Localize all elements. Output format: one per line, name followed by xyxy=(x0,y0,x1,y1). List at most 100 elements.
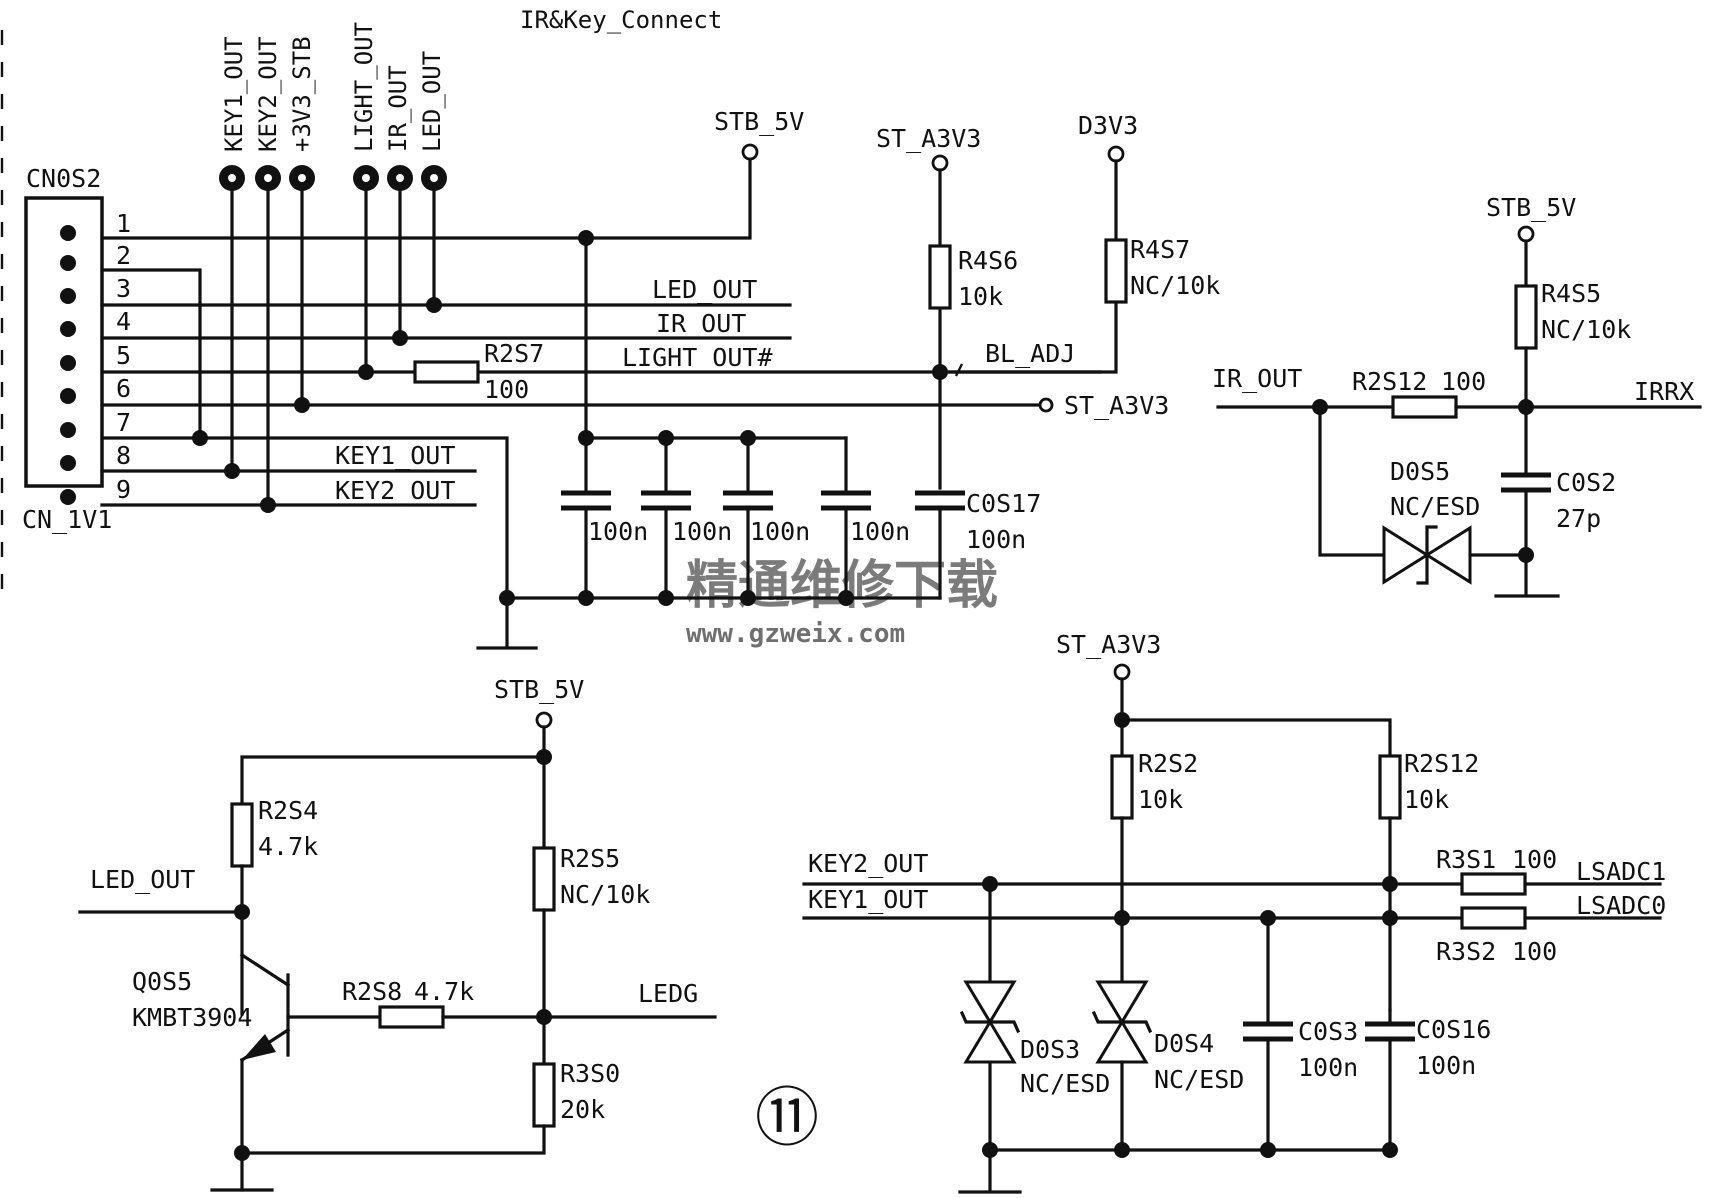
pin-number: 5 xyxy=(116,341,131,370)
port-st-a3v3: ST_A3V3 xyxy=(1038,391,1169,420)
cap-value: 100n xyxy=(672,517,732,546)
led-driver-block: STB_5V R2S4 4.7k LED_OUT Q0S5 KMBT3904 R… xyxy=(78,675,717,1192)
top-pin-label: LIGHT_OUT xyxy=(350,22,378,152)
net-label-key1-out-2: KEY1_OUT xyxy=(808,885,928,914)
connector-part: CN_1V1 xyxy=(22,505,112,534)
top-pin-label: KEY1_OUT xyxy=(220,36,248,152)
c0s3-ref: C0S3 xyxy=(1298,1017,1358,1046)
pin-number: 8 xyxy=(116,441,131,470)
r2s12-key-ref: R2S12 xyxy=(1404,749,1479,778)
q0s5-value: KMBT3904 xyxy=(132,1003,252,1032)
r2s5-ref: R2S5 xyxy=(560,844,620,873)
r2s12-value: 100 xyxy=(1441,367,1486,396)
net-label-led-out-2: LED_OUT xyxy=(90,865,195,894)
net-label-bl-adj: BL_ADJ xyxy=(985,339,1075,368)
port-label: ST_A3V3 xyxy=(1064,391,1169,420)
cap-value: 100n xyxy=(850,517,910,546)
resistor-r4s6: R4S6 10k xyxy=(928,244,1018,311)
supply-stb-5v-top: STB_5V xyxy=(714,107,804,161)
c0s17-value: 100n xyxy=(966,525,1026,554)
net-label-key1-out: KEY1_OUT xyxy=(335,441,455,470)
d0s5-tri-right xyxy=(1424,525,1472,585)
figure-number-label: ⑪ xyxy=(755,1082,819,1156)
d0s4-ref: D0S4 xyxy=(1154,1029,1214,1058)
r2s7-value: 100 xyxy=(484,375,529,404)
r4s6-value: 10k xyxy=(958,282,1003,311)
c0s3-value: 100n xyxy=(1298,1053,1358,1082)
d0s3-value: NC/ESD xyxy=(1020,1069,1110,1098)
r3s0-ref: R3S0 xyxy=(560,1059,620,1088)
r4s7-value: NC/10k xyxy=(1130,271,1220,300)
top-pins: KEY1_OUT KEY2_OUT +3V3_STB LIGHT_OUT IR_… xyxy=(192,22,447,513)
net-label-light-out: LIGHT_OUT# xyxy=(622,343,773,372)
connector-body xyxy=(24,196,104,488)
top-pin-label: +3V3_STB xyxy=(288,36,316,152)
r4s6-ref: R4S6 xyxy=(958,246,1018,275)
connector-ref: CN0S2 xyxy=(26,164,101,193)
r2s8-ref: R2S8 xyxy=(342,977,402,1006)
pin-number: 6 xyxy=(116,374,131,403)
r3s2-ref: R3S2 xyxy=(1436,937,1496,966)
d0s5-value: NC/ESD xyxy=(1390,492,1480,521)
r2s2-ref: R2S2 xyxy=(1138,749,1198,778)
r2s8-value: 4.7k xyxy=(414,977,474,1006)
net-label-ledg: LEDG xyxy=(638,979,698,1008)
schematic-title: IR&Key_Connect xyxy=(520,6,722,34)
decoupling-capacitors: 100n 100n 100n 100n C0S17 100n xyxy=(476,236,1041,650)
net-label-key2-out: KEY2_OUT xyxy=(335,476,455,505)
pin-number: 7 xyxy=(116,408,131,437)
watermark-line1: 精通维修下载 xyxy=(686,556,998,616)
d0s5-tri-left xyxy=(1382,525,1430,585)
r4s5-value: NC/10k xyxy=(1541,315,1631,344)
supply-st-a3v3-top: ST_A3V3 xyxy=(876,124,981,490)
supply-d3v3: D3V3 xyxy=(938,111,1138,374)
supply-label: STB_5V xyxy=(1486,193,1576,222)
net-label-ir-out: IR_OUT xyxy=(656,309,746,338)
connector-pin-dots xyxy=(60,225,76,505)
r3s2-value: 100 xyxy=(1512,937,1557,966)
supply-label: ST_A3V3 xyxy=(1056,630,1161,659)
supply-label: STB_5V xyxy=(494,675,584,704)
watermark-line2: www.gzweix.com xyxy=(686,619,905,649)
key-adc-block: ST_A3V3 R2S2 10k R2S12 10k KEY2_OUT R3S1… xyxy=(802,630,1666,1194)
c0s16-ref: C0S16 xyxy=(1416,1015,1491,1044)
net-label-led-out: LED_OUT xyxy=(652,275,757,304)
r2s4-ref: R2S4 xyxy=(258,796,318,825)
supply-label: ST_A3V3 xyxy=(876,124,981,153)
cap-value: 100n xyxy=(750,517,810,546)
cap-value: 100n xyxy=(588,517,648,546)
r2s12-ref: R2S12 xyxy=(1352,367,1427,396)
watermark: 精通维修下载 www.gzweix.com xyxy=(686,556,998,649)
top-pin-label: LED_OUT xyxy=(418,51,446,152)
r3s1-value: 100 xyxy=(1512,845,1557,874)
r2s5-value: NC/10k xyxy=(560,880,650,909)
c0s2-ref: C0S2 xyxy=(1556,468,1616,497)
r4s7-ref: R4S7 xyxy=(1130,235,1190,264)
connector-pin-numbers: 1 2 3 4 5 6 7 8 9 xyxy=(116,209,131,504)
r2s2-value: 10k xyxy=(1138,785,1183,814)
net-label-ir-out-rx: IR_OUT xyxy=(1212,364,1302,393)
c0s16-value: 100n xyxy=(1416,1051,1476,1080)
resistor-r4s7: R4S7 NC/10k xyxy=(1104,235,1220,304)
pin-number: 1 xyxy=(116,209,131,238)
d0s4-value: NC/ESD xyxy=(1154,1065,1244,1094)
ir-receiver-block: STB_5V R4S5 NC/10k IR_OUT R2S12 100 IRRX… xyxy=(1212,193,1702,598)
c0s2-value: 27p xyxy=(1556,504,1601,533)
d0s3-ref: D0S3 xyxy=(1020,1035,1080,1064)
supply-label: STB_5V xyxy=(714,107,804,136)
r2s7-ref: R2S7 xyxy=(484,339,544,368)
supply-label: D3V3 xyxy=(1078,111,1138,140)
figure-number: ⑪ xyxy=(755,1082,819,1156)
connector-cn0s2: CN0S2 CN_1V1 1 2 3 4 5 6 7 8 9 xyxy=(22,164,131,534)
net-label-irrx: IRRX xyxy=(1634,377,1694,406)
r3s1-ref: R3S1 xyxy=(1436,845,1496,874)
top-pin-label: IR_OUT xyxy=(384,65,412,152)
net-label-key2-out-2: KEY2_OUT xyxy=(808,849,928,878)
r2s4-value: 4.7k xyxy=(258,832,318,861)
r4s5-ref: R4S5 xyxy=(1541,279,1601,308)
top-pin-label: KEY2_OUT xyxy=(254,36,282,152)
resistor-r2s7: R2S7 100 xyxy=(413,339,544,404)
pin-number: 9 xyxy=(116,475,131,504)
c0s17-ref: C0S17 xyxy=(966,489,1041,518)
